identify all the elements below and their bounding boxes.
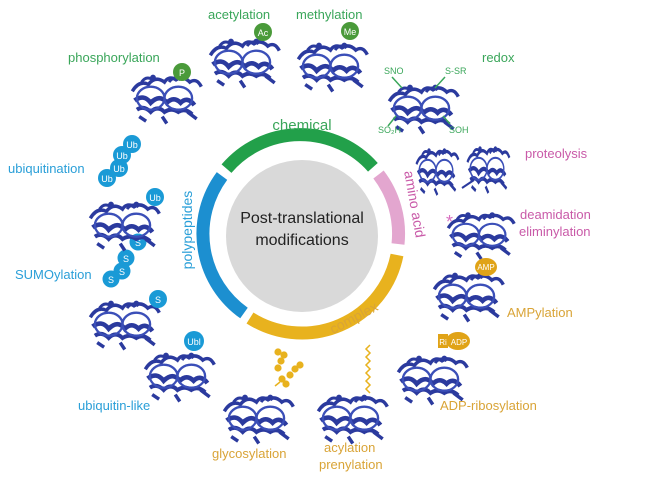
ring-segment-chemical <box>221 128 378 173</box>
center-title-line2: modifications <box>255 232 349 249</box>
label-methylation: methylation <box>296 7 363 22</box>
label-proteolysis: proteolysis <box>525 146 588 161</box>
protein-methylation: Me <box>298 22 367 92</box>
protein-sumoylation: S S S S S <box>90 233 167 350</box>
label-ubiquitination: ubiquitination <box>8 161 85 176</box>
methyl-tag-label: Me <box>344 27 357 37</box>
label-ubiquitin-like: ubiquitin-like <box>78 398 151 413</box>
sumo-tag-label: S <box>155 295 161 305</box>
ring-segment-polypeptides <box>196 172 248 319</box>
sumo-tag-label: S <box>123 254 129 264</box>
ub-tag-label: Ub <box>126 140 138 150</box>
ub-tag-label: Ub <box>116 151 128 161</box>
center-disk <box>226 160 378 312</box>
redox-tag-soh: SOH <box>449 125 469 135</box>
sumo-tag-label: S <box>135 238 141 248</box>
amp-tag-label: AMP <box>477 263 494 272</box>
phosphate-tag-label: P <box>179 68 185 78</box>
protein-ubiquitin-like: Ubl <box>145 331 214 402</box>
protein-ubiquitination: Ub Ub Ub Ub Ub <box>90 135 164 251</box>
sumo-tag-label: S <box>119 267 125 277</box>
protein-glycosylation <box>224 348 304 443</box>
lipid-chain-icon <box>364 344 372 394</box>
ubiquitin-chain-icon <box>98 135 164 206</box>
ub-tag-label: Ub <box>113 164 125 174</box>
label-eliminylation: eliminylation <box>519 224 591 239</box>
label-phosphorylation: phosphorylation <box>68 50 160 65</box>
ri-tag-label: Ri <box>439 338 447 347</box>
label-acylation: acylation <box>324 440 376 455</box>
category-label-polypeptides: polypeptides <box>179 191 195 270</box>
ub-tag-label: Ub <box>101 174 113 184</box>
label-ampylation: AMPylation <box>507 305 573 320</box>
protein-redox: SNO S-SR SO₂H SOH <box>378 66 469 135</box>
redox-tag-so2h: SO₂H <box>378 125 401 135</box>
asterisk-icon: * <box>446 212 453 232</box>
protein-phosphorylation: P <box>132 63 201 124</box>
glycan-icon <box>274 348 304 388</box>
adp-tag-icon <box>446 332 470 350</box>
ubl-tag-icon <box>184 331 204 351</box>
ubl-tag-label: Ubl <box>187 337 201 347</box>
protein-adp-ribosylation: Ri ADP <box>398 332 470 405</box>
label-prenylation: prenylation <box>319 457 383 472</box>
redox-tag-ssr: S-SR <box>445 66 467 76</box>
ring-segment-amino-acid <box>373 170 406 245</box>
phosphate-tag-icon <box>173 63 191 81</box>
label-acetylation: acetylation <box>208 7 271 22</box>
ring-segment-complex <box>246 253 404 340</box>
center-title-line1: Post-translational <box>240 210 364 227</box>
amp-tag-icon <box>475 258 497 276</box>
redox-tag-sno: SNO <box>384 66 404 76</box>
protein-acetylation: Ac <box>210 23 279 88</box>
center-title: Post-translational modifications <box>226 208 378 252</box>
label-redox: redox <box>482 50 515 65</box>
ribose-tag-icon <box>438 334 448 348</box>
protein-proteolysis <box>416 146 509 195</box>
acetyl-tag-icon <box>254 23 272 41</box>
protein-deamidation: * <box>446 212 514 259</box>
methyl-tag-icon <box>341 22 359 40</box>
label-adp-ribosylation: ADP-ribosylation <box>440 398 537 413</box>
label-sumoylation: SUMOylation <box>15 267 92 282</box>
category-label-chemical: chemical <box>272 117 331 134</box>
protein-acylation <box>318 344 387 444</box>
protein-ampylation: AMP <box>434 258 503 322</box>
sumo-tag-label: S <box>108 275 114 285</box>
label-glycosylation: glycosylation <box>212 446 287 461</box>
sumo-chain-icon <box>102 233 167 308</box>
acetyl-tag-label: Ac <box>258 28 269 38</box>
ub-tag-label: Ub <box>149 193 161 203</box>
label-deamidation: deamidation <box>520 207 591 222</box>
adp-tag-label: ADP <box>451 338 467 347</box>
